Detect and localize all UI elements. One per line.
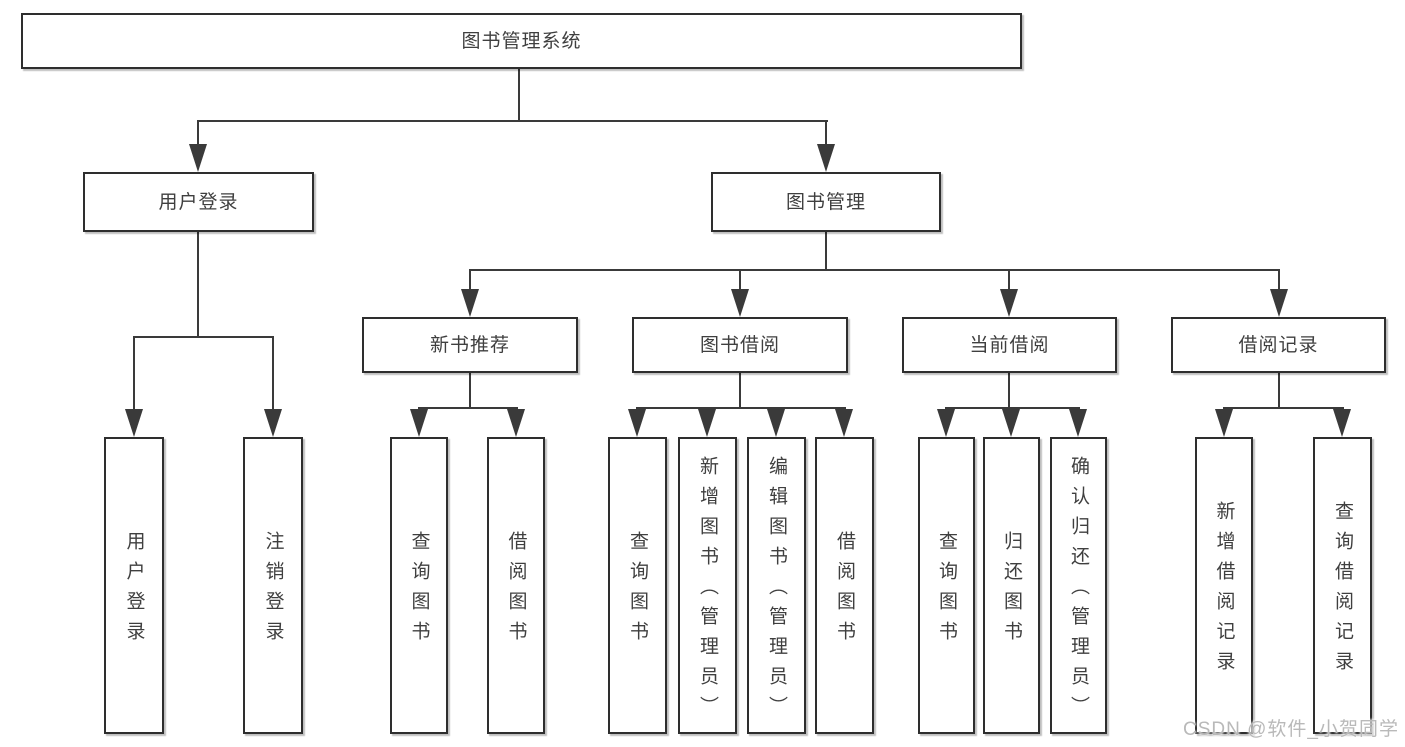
connector-line bbox=[1008, 269, 1010, 291]
node-book-management: 图书管理 bbox=[711, 172, 941, 232]
arrow-down-icon bbox=[125, 409, 143, 437]
arrow-down-icon bbox=[817, 144, 835, 172]
arrow-down-icon bbox=[507, 409, 525, 437]
node-label: 图书管理 bbox=[785, 191, 866, 213]
node-label: 归还图书 bbox=[1001, 531, 1022, 651]
connector-line bbox=[469, 373, 471, 409]
connector-line bbox=[469, 269, 471, 291]
leaf-borrow-books-recommend: 借阅图书 bbox=[487, 437, 545, 734]
leaf-logout: 注销登录 bbox=[243, 437, 303, 734]
connector-line bbox=[197, 232, 199, 338]
arrow-down-icon bbox=[698, 409, 716, 437]
node-library-management-system: 图书管理系统 bbox=[21, 13, 1022, 69]
connector-line bbox=[197, 120, 199, 146]
watermark: CSDN @软件_小贺同学 bbox=[1183, 719, 1399, 740]
node-label: 确认归还（管理员） bbox=[1068, 456, 1089, 726]
node-current-borrowing: 当前借阅 bbox=[902, 317, 1117, 373]
connector-line bbox=[1223, 407, 1344, 409]
connector-line bbox=[518, 69, 520, 122]
leaf-borrow-books: 借阅图书 bbox=[815, 437, 874, 734]
leaf-query-borrow-record: 查询借阅记录 bbox=[1313, 437, 1372, 734]
connector-line bbox=[469, 269, 1280, 271]
connector-line bbox=[133, 336, 135, 411]
node-new-book-recommendation: 新书推荐 bbox=[362, 317, 578, 373]
node-label: 新书推荐 bbox=[429, 334, 510, 356]
arrow-down-icon bbox=[1000, 289, 1018, 317]
connector-line bbox=[945, 407, 1080, 409]
arrow-down-icon bbox=[835, 409, 853, 437]
arrow-down-icon bbox=[731, 289, 749, 317]
connector-line bbox=[825, 120, 827, 146]
connector-line bbox=[1278, 269, 1280, 291]
leaf-edit-book-admin: 编辑图书（管理员） bbox=[747, 437, 806, 734]
connector-line bbox=[1278, 373, 1280, 409]
leaf-query-books-borrow: 查询图书 bbox=[608, 437, 667, 734]
connector-line bbox=[133, 336, 274, 338]
arrow-down-icon bbox=[1002, 409, 1020, 437]
connector-line bbox=[636, 407, 846, 409]
arrow-down-icon bbox=[937, 409, 955, 437]
node-label: 图书管理系统 bbox=[461, 30, 582, 52]
node-label: 图书借阅 bbox=[699, 334, 780, 356]
leaf-add-book-admin: 新增图书（管理员） bbox=[678, 437, 737, 734]
arrow-down-icon bbox=[189, 144, 207, 172]
arrow-down-icon bbox=[461, 289, 479, 317]
leaf-query-books-recommend: 查询图书 bbox=[390, 437, 448, 734]
node-user-login: 用户登录 bbox=[83, 172, 314, 232]
leaf-confirm-return-admin: 确认归还（管理员） bbox=[1050, 437, 1107, 734]
connector-line bbox=[825, 232, 827, 271]
arrow-down-icon bbox=[410, 409, 428, 437]
arrow-down-icon bbox=[1333, 409, 1351, 437]
node-label: 借阅记录 bbox=[1238, 334, 1319, 356]
node-label: 新增图书（管理员） bbox=[697, 456, 718, 726]
node-label: 注销登录 bbox=[262, 531, 284, 651]
arrow-down-icon bbox=[767, 409, 785, 437]
arrow-down-icon bbox=[1270, 289, 1288, 317]
leaf-user-login: 用户登录 bbox=[104, 437, 164, 734]
arrow-down-icon bbox=[1069, 409, 1087, 437]
connector-line bbox=[197, 120, 828, 122]
connector-line bbox=[739, 269, 741, 291]
node-borrowing-records: 借阅记录 bbox=[1171, 317, 1386, 373]
connector-line bbox=[418, 407, 518, 409]
node-label: 用户登录 bbox=[158, 191, 239, 213]
node-label: 借阅图书 bbox=[505, 531, 527, 651]
arrow-down-icon bbox=[1215, 409, 1233, 437]
leaf-return-books: 归还图书 bbox=[983, 437, 1040, 734]
node-label: 查询图书 bbox=[627, 531, 648, 651]
node-label: 借阅图书 bbox=[834, 531, 855, 651]
node-label: 用户登录 bbox=[123, 531, 145, 651]
node-label: 编辑图书（管理员） bbox=[766, 456, 787, 726]
arrow-down-icon bbox=[628, 409, 646, 437]
node-book-borrowing: 图书借阅 bbox=[632, 317, 848, 373]
connector-line bbox=[739, 373, 741, 409]
connector-line bbox=[272, 336, 274, 411]
node-label: 查询图书 bbox=[408, 531, 430, 651]
connector-line bbox=[1008, 373, 1010, 409]
leaf-query-books-current: 查询图书 bbox=[918, 437, 975, 734]
node-label: 新增借阅记录 bbox=[1213, 501, 1235, 681]
node-label: 查询借阅记录 bbox=[1332, 501, 1353, 681]
node-label: 当前借阅 bbox=[969, 334, 1050, 356]
leaf-add-borrow-record: 新增借阅记录 bbox=[1195, 437, 1253, 734]
arrow-down-icon bbox=[264, 409, 282, 437]
node-label: 查询图书 bbox=[936, 531, 957, 651]
